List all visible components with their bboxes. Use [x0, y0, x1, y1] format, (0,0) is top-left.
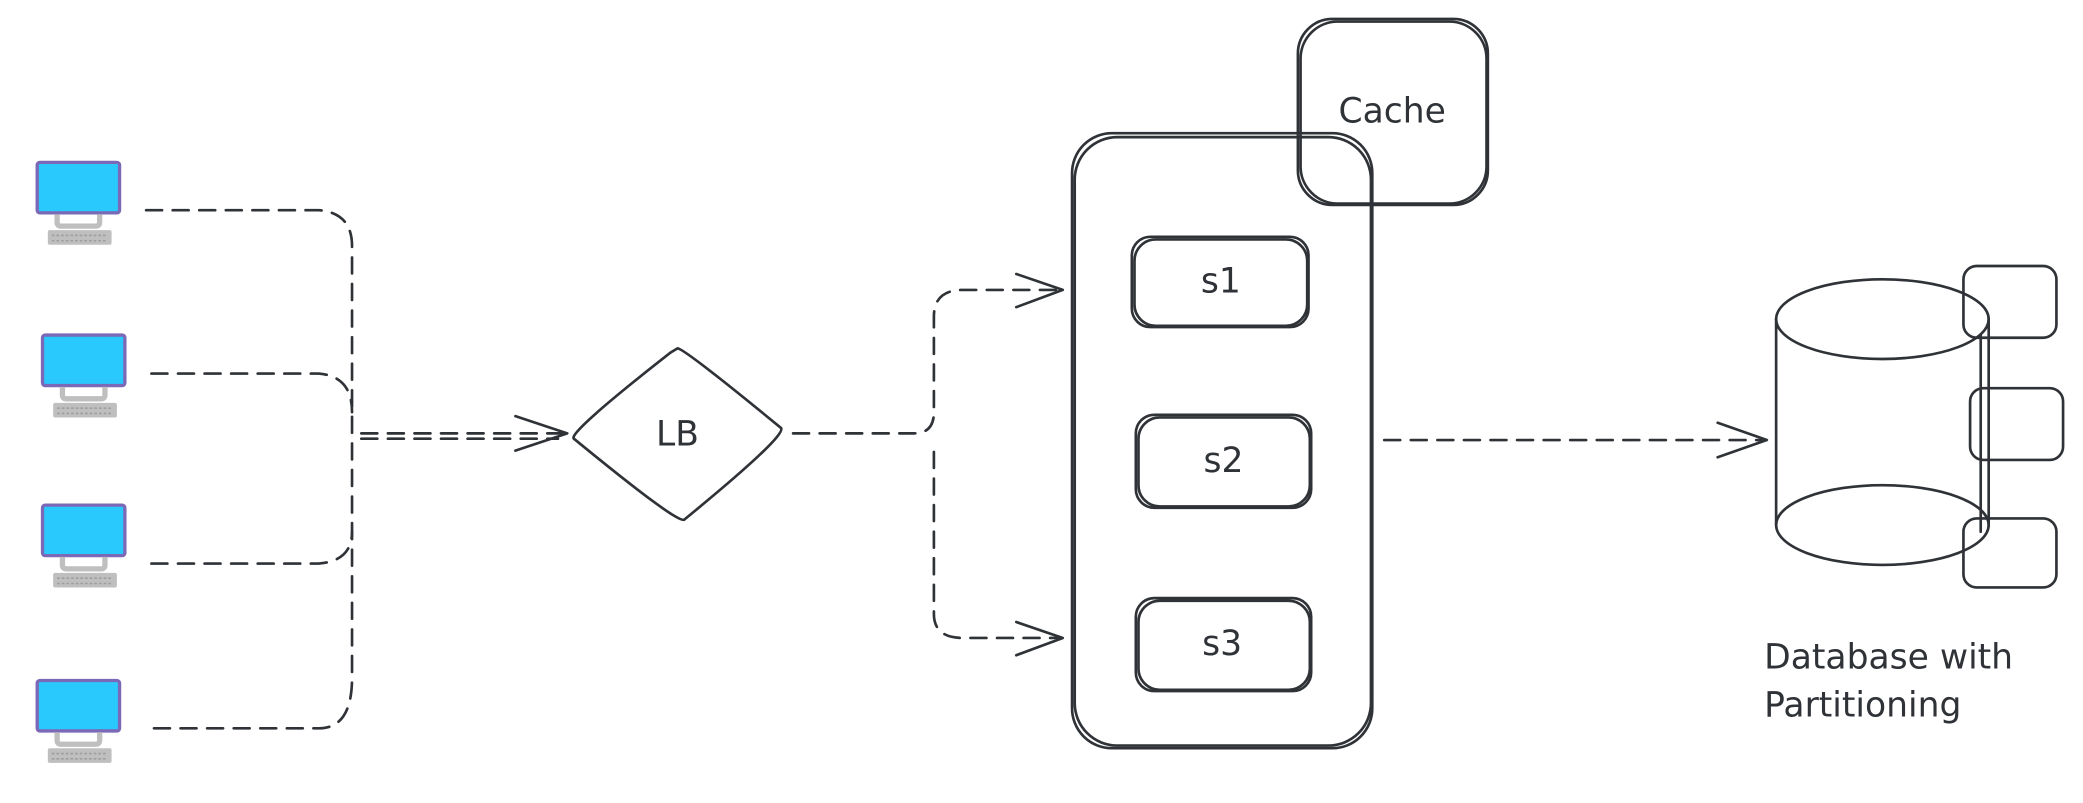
desktop-computer-icon: [43, 505, 125, 587]
server-db-connector: [1382, 421, 1769, 459]
server-label: s2: [1204, 441, 1244, 481]
partition: [1968, 386, 2065, 462]
database-label-line1: Database with: [1764, 638, 2013, 678]
server-s2[interactable]: s2: [1134, 413, 1313, 510]
server-label: s1: [1201, 262, 1241, 302]
partition: [1962, 264, 2058, 340]
server-s1[interactable]: s1: [1130, 235, 1310, 329]
desktop-computer-icon: [37, 680, 119, 762]
desktop-computer-icon: [43, 335, 125, 417]
cache-label: Cache: [1339, 92, 1446, 132]
server-s3[interactable]: s3: [1134, 596, 1313, 693]
load-balancer[interactable]: LB: [572, 347, 783, 522]
server-label: s3: [1202, 624, 1242, 664]
client-connectors: [144, 208, 569, 730]
lb-server-connectors: [791, 272, 1065, 657]
server-cluster: [1070, 131, 1374, 750]
database[interactable]: Database with Partitioning: [1764, 264, 2065, 725]
arrowhead-icon: [1014, 620, 1065, 657]
desktop-computer-icon: [37, 162, 119, 244]
partition: [1962, 517, 2058, 589]
arrowhead-icon: [514, 414, 569, 452]
arrowhead-icon: [1014, 272, 1065, 309]
cache[interactable]: Cache: [1296, 17, 1490, 207]
arrowhead-icon: [1716, 421, 1769, 459]
database-label-line2: Partitioning: [1764, 685, 1961, 725]
load-balancer-label: LB: [656, 414, 699, 454]
